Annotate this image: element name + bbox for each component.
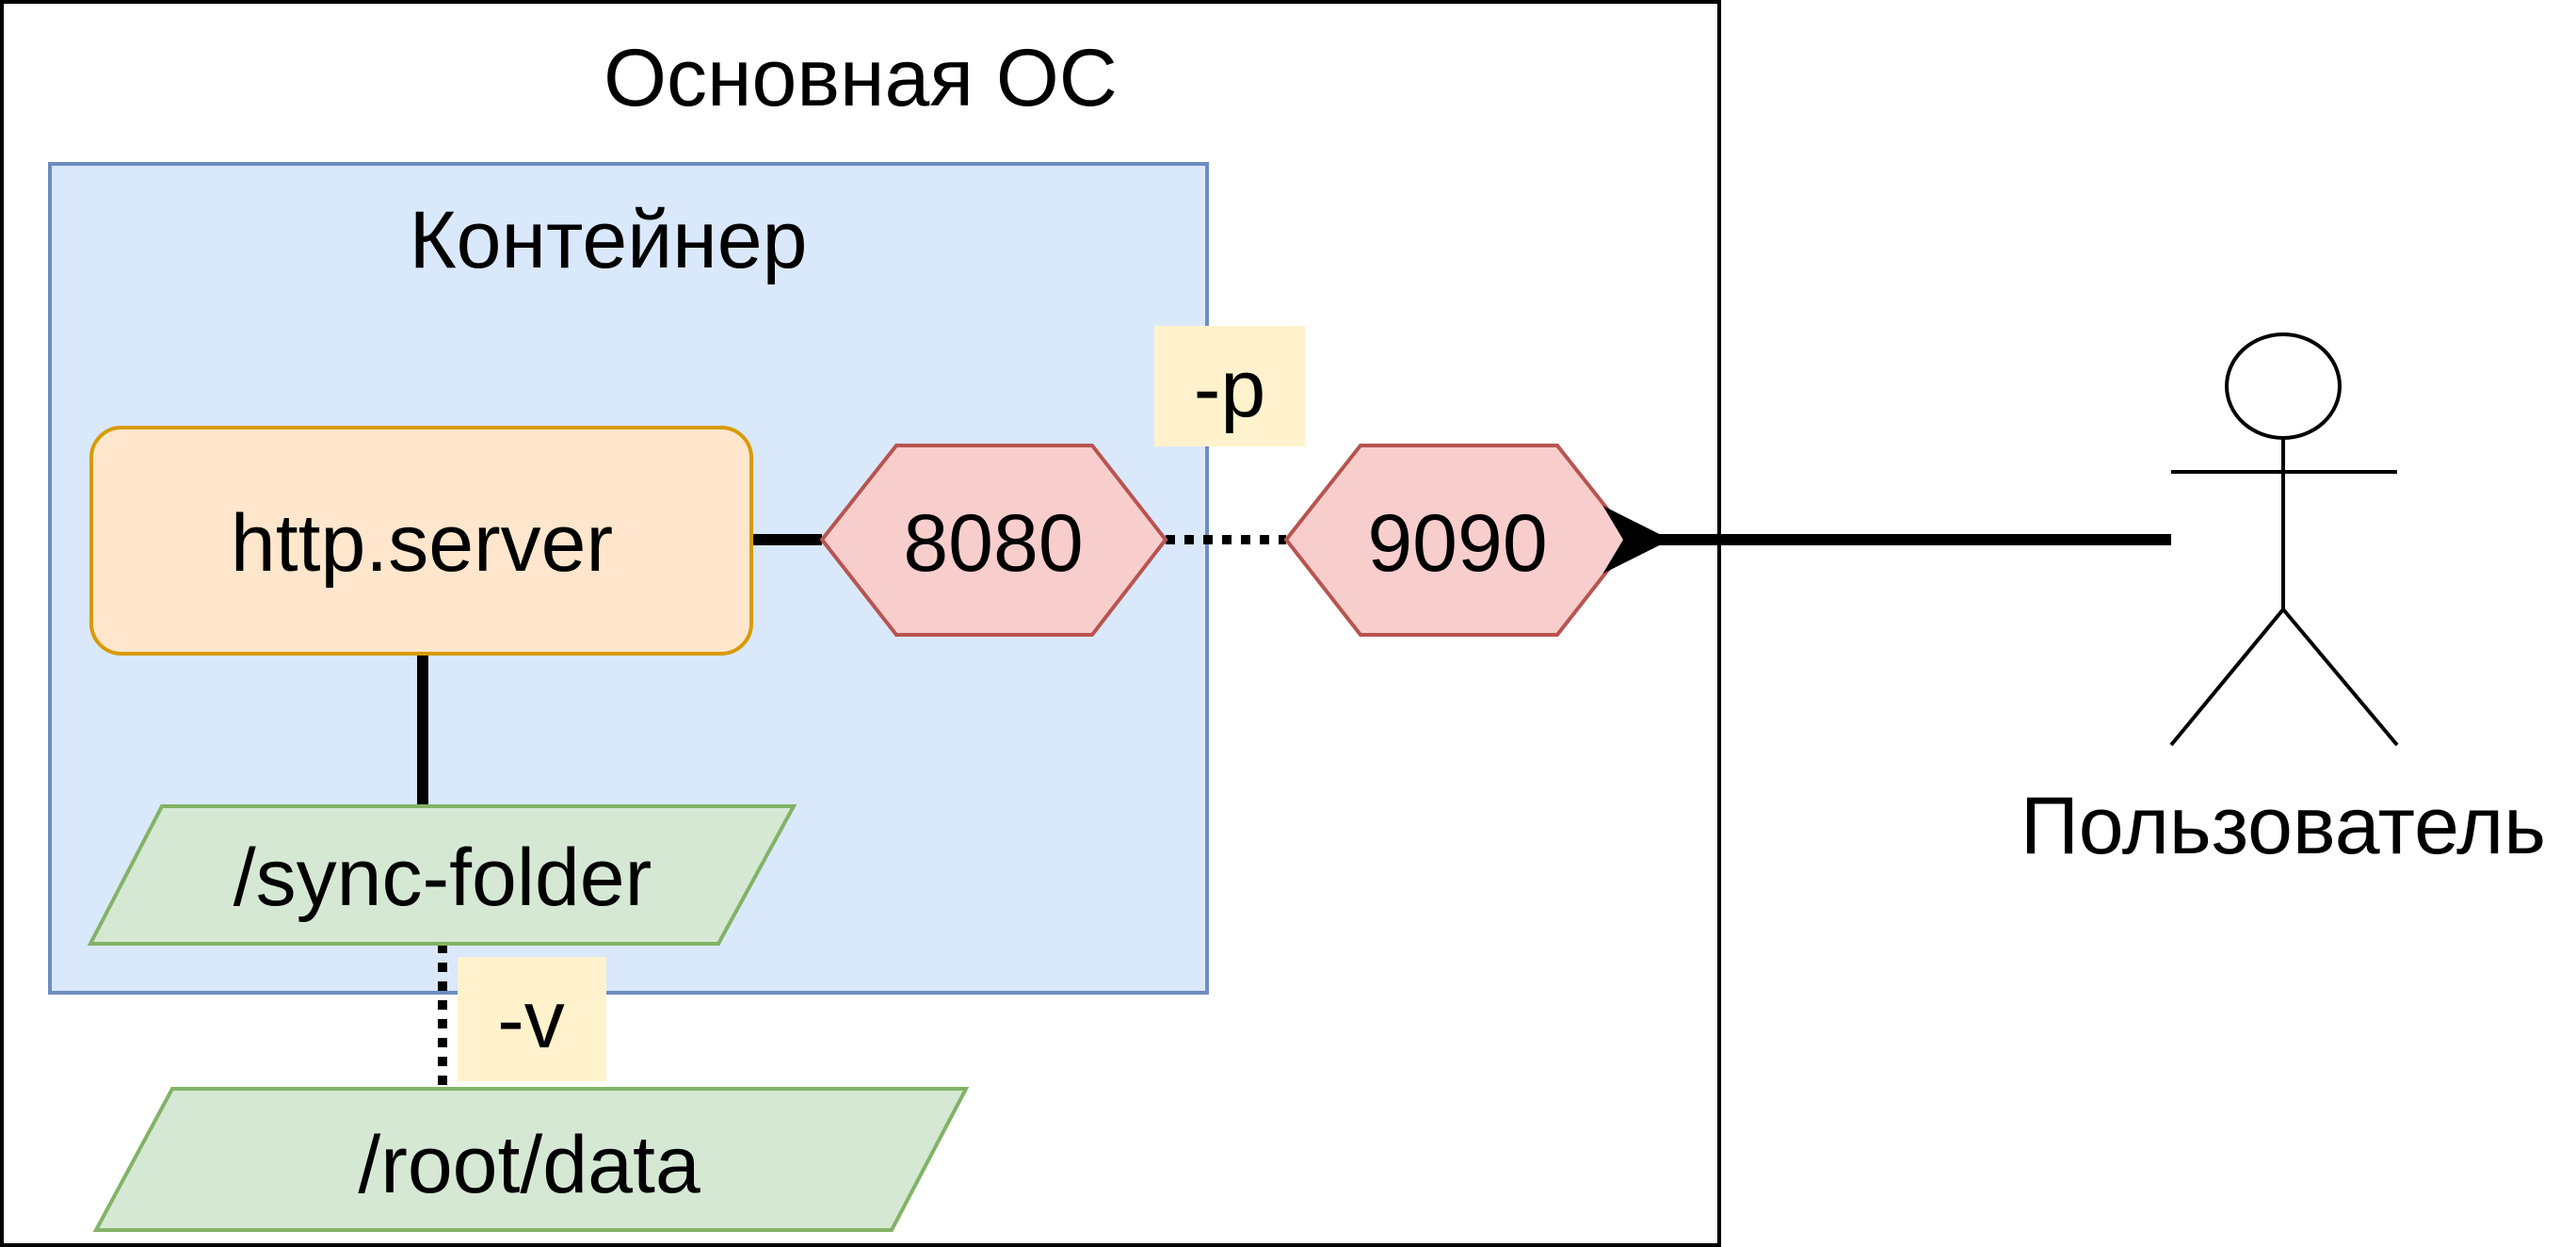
container-port-hexagon bbox=[819, 444, 1168, 637]
container-title: Контейнер bbox=[410, 195, 808, 285]
volume-flag-box bbox=[458, 957, 606, 1081]
host-os-title: Основная ОС bbox=[604, 33, 1118, 123]
publish-flag-box bbox=[1154, 326, 1305, 446]
http-server-box bbox=[89, 426, 753, 656]
user-label: Пользователь bbox=[2021, 781, 2546, 871]
volume-flag-label: -v bbox=[497, 975, 565, 1065]
stick-figure-icon bbox=[2169, 332, 2399, 747]
root-data-label: /root/data bbox=[358, 1120, 700, 1210]
http-server-label: http.server bbox=[231, 498, 613, 589]
root-data-parallelogram bbox=[92, 1087, 970, 1232]
container-port-label: 8080 bbox=[903, 498, 1083, 589]
publish-flag-label: -p bbox=[1194, 344, 1265, 434]
host-port-label: 9090 bbox=[1367, 498, 1547, 589]
sync-folder-parallelogram bbox=[87, 804, 797, 946]
sync-folder-label: /sync-folder bbox=[233, 833, 652, 923]
